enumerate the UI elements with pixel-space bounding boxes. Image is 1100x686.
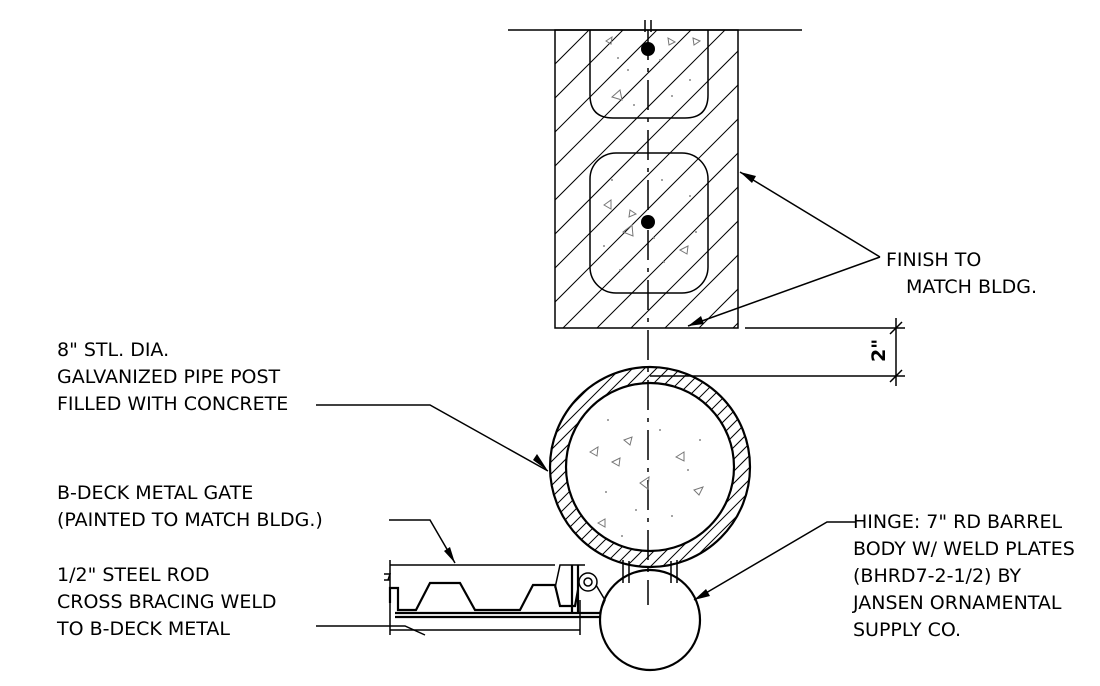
- gate-note-line2: (PAINTED TO MATCH BLDG.): [57, 509, 323, 531]
- leader-lines: [316, 171, 881, 636]
- hinge-barrel: [598, 560, 702, 672]
- upper-grout-cell: [589, 30, 709, 119]
- hinge-note-line2: BODY W/ WELD PLATES: [853, 538, 1075, 560]
- hinge-note-line4: JANSEN ORNAMENTAL: [852, 592, 1062, 614]
- gate-note-line1: B-DECK METAL GATE: [57, 482, 253, 504]
- hinge-note-line3: (BHRD7-2-1/2) BY: [853, 565, 1021, 587]
- post-note-line3: FILLED WITH CONCRETE: [57, 393, 288, 415]
- lower-grout-cell: [589, 152, 709, 294]
- masonry-wall: [554, 20, 739, 329]
- finish-note-line1: FINISH TO: [886, 249, 981, 271]
- dimension-label: 2": [868, 339, 890, 362]
- rod-note-line3: TO B-DECK METAL: [56, 618, 230, 640]
- post-note-line1: 8" STL. DIA.: [57, 339, 169, 361]
- hinge-note-line5: SUPPLY CO.: [853, 619, 961, 641]
- b-deck-gate: [384, 560, 606, 635]
- post-note-line2: GALVANIZED PIPE POST: [57, 366, 281, 388]
- finish-note-line2: MATCH BLDG.: [906, 276, 1037, 298]
- rod-note-line2: CROSS BRACING WELD: [57, 591, 277, 613]
- hinge-note-line1: HINGE: 7" RD BARREL: [853, 511, 1062, 533]
- rod-note-line1: 1/2" STEEL ROD: [57, 564, 209, 586]
